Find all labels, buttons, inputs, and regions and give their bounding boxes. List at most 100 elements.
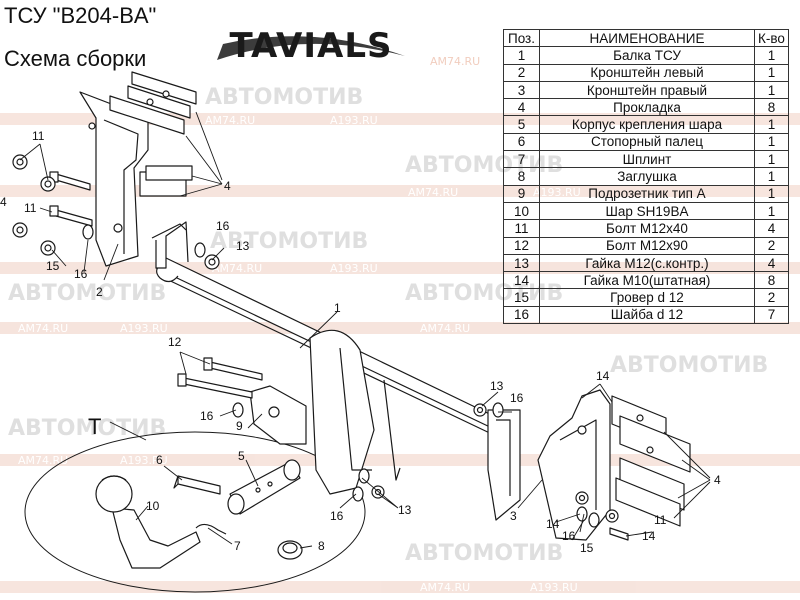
watermark-site: AM74.RU [420, 581, 470, 594]
row-name: Заглушка [539, 167, 755, 186]
callout-13-center: 13 [490, 379, 504, 393]
row-position: 9 [503, 184, 540, 203]
header-name: НАИМЕНОВАНИЕ [539, 28, 755, 48]
watermark-brand: АВТОМОТИВ [205, 85, 363, 110]
row-quantity: 1 [754, 184, 789, 203]
header-position: Поз. [503, 28, 540, 48]
tow-ball-group-outline [24, 431, 366, 593]
row-quantity: 1 [754, 115, 789, 134]
row-position: 14 [503, 271, 540, 290]
spacer-plates-left [109, 71, 197, 197]
assembly-subtitle: Схема сборки [4, 46, 147, 71]
row-name: Подрозетник тип А [539, 184, 755, 203]
callout-9: 9 [236, 419, 243, 433]
leader-lines [19, 111, 711, 549]
row-quantity: 1 [754, 201, 789, 221]
row-name: Гайка М10(штатная) [539, 271, 755, 290]
row-position: 10 [503, 201, 540, 221]
row-quantity: 2 [754, 236, 789, 255]
watermark-site: A193.RU [120, 454, 168, 467]
row-name: Шар SH19BA [539, 201, 755, 221]
watermark-site: AM74.RU [18, 454, 68, 467]
row-name: Корпус крепления шара [539, 115, 755, 134]
watermark-site: AM74.RU [408, 186, 458, 199]
brand-logo: TAVIALS [217, 20, 405, 70]
callout-11-top: 11 [32, 129, 45, 143]
row-quantity: 1 [754, 132, 789, 152]
callout-labels: 1 2 3 4 4 5 6 7 8 9 10 11 11 11 12 13 13… [0, 129, 721, 555]
watermark-site: A193.RU [120, 322, 168, 335]
row-position: 7 [503, 150, 540, 169]
row-quantity: 7 [754, 305, 789, 325]
right-bracket [537, 389, 611, 541]
row-position: 5 [503, 115, 540, 134]
row-position: 8 [503, 167, 540, 186]
row-quantity: 4 [754, 219, 789, 238]
logo-swoosh-icon [217, 36, 405, 60]
brand-logo-text: TAVIALS [229, 26, 393, 66]
row-position: 4 [503, 98, 540, 117]
row-quantity: 8 [754, 98, 789, 117]
row-position: 2 [503, 63, 540, 82]
row-position: 6 [503, 132, 540, 152]
row-name: Стопорный палец [539, 132, 755, 152]
watermark-site: AM74.RU [212, 262, 262, 275]
parts-table-header: Поз. НАИМЕНОВАНИЕ К-во [503, 28, 789, 48]
row-name: Кронштейн правый [539, 80, 755, 100]
watermark-brand: АВТОМОТИВ [210, 229, 368, 254]
callout-4-far-left: 4 [0, 195, 7, 209]
tow-ball [95, 475, 201, 569]
row-quantity: 8 [754, 271, 789, 290]
row-name: Прокладка [539, 98, 755, 117]
row-name: Гайка М12(с.контр.) [539, 253, 755, 273]
row-position: 16 [503, 305, 540, 325]
header-quantity: К-во [754, 28, 789, 48]
callout-13-top: 13 [236, 239, 250, 253]
row-name: Балка ТСУ [539, 46, 755, 65]
row-name: Шплинт [539, 150, 755, 169]
callout-16-right: 16 [562, 529, 576, 543]
row-quantity: 1 [754, 46, 789, 65]
row-name: Гровер d 12 [539, 288, 755, 307]
callout-16-bottom: 16 [330, 509, 344, 523]
callout-13-bottom: 13 [398, 503, 412, 517]
callout-11-mid: 11 [24, 201, 37, 215]
watermark-site: AM74.RU [430, 55, 480, 68]
callout-1: 1 [334, 301, 341, 315]
row-position: 11 [503, 219, 540, 238]
callout-16-left: 16 [74, 267, 88, 281]
spacer-plates-right [611, 395, 691, 527]
long-bolts [177, 357, 263, 399]
row-name: Болт М12х90 [539, 236, 755, 255]
callout-8: 8 [318, 539, 325, 553]
row-name: Шайба d 12 [539, 305, 755, 325]
row-position: 15 [503, 288, 540, 307]
callout-10: 10 [146, 499, 160, 513]
socket-plate [249, 385, 307, 445]
callout-7: 7 [234, 539, 241, 553]
callout-14-right: 14 [642, 529, 656, 543]
row-position: 12 [503, 236, 540, 255]
left-bracket [79, 91, 149, 267]
row-quantity: 1 [754, 150, 789, 169]
row-position: 1 [503, 46, 540, 65]
row-quantity: 1 [754, 80, 789, 100]
row-position: 3 [503, 80, 540, 100]
callout-16-mid: 16 [200, 409, 214, 423]
watermark-brand: АВТОМОТИВ [610, 353, 768, 378]
callout-t: T [88, 414, 101, 439]
callout-4-left: 4 [224, 179, 231, 193]
